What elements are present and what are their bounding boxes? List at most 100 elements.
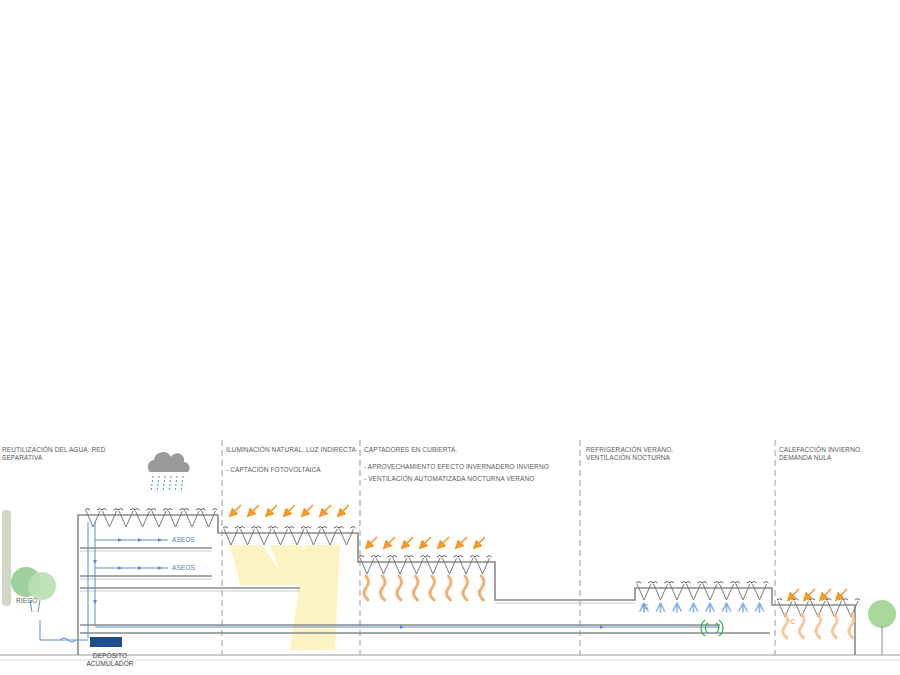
warm-air bbox=[832, 614, 837, 638]
sun-ray bbox=[790, 589, 799, 598]
skylight-module bbox=[185, 511, 199, 527]
skylight-cap bbox=[458, 556, 475, 558]
section-note: - APROVECHAMIENTO EFECTO INVERNADERO INV… bbox=[364, 463, 549, 471]
skylight-module bbox=[720, 584, 734, 600]
skylight-module bbox=[152, 511, 166, 527]
room-label: ASEOS bbox=[172, 536, 195, 544]
sun-ray bbox=[286, 505, 295, 514]
skylight-cap bbox=[702, 582, 719, 584]
climate-arrows bbox=[232, 505, 854, 638]
skylight-cap bbox=[135, 509, 152, 511]
section-title: CAPTADORES EN CUBIERTA. bbox=[364, 446, 457, 454]
skylight-module bbox=[654, 584, 668, 600]
skylight-cap bbox=[794, 599, 811, 601]
flow-arrow bbox=[93, 538, 604, 629]
skylight-cap bbox=[843, 599, 860, 601]
skylight-cap bbox=[306, 527, 323, 529]
section-title: REFRIGERACIÓN VERANO. VENTILACIÓN NOCTUR… bbox=[586, 446, 696, 462]
skylight-module bbox=[241, 529, 255, 545]
water-pipe bbox=[40, 522, 720, 642]
skylight-module bbox=[224, 529, 238, 545]
skylight-cap bbox=[735, 582, 752, 584]
skylight-module bbox=[136, 511, 150, 527]
skylight-module bbox=[274, 529, 288, 545]
skylight-module bbox=[393, 558, 407, 574]
sun-ray bbox=[250, 505, 259, 514]
skylight-cap bbox=[256, 527, 273, 529]
warm-air bbox=[364, 576, 369, 600]
cool-air bbox=[739, 603, 747, 612]
cool-air bbox=[640, 603, 648, 612]
skylight-module bbox=[307, 529, 321, 545]
skylight-cap bbox=[223, 527, 240, 529]
sun-ray bbox=[822, 589, 831, 598]
cool-air bbox=[690, 603, 698, 612]
skylight-module bbox=[290, 529, 304, 545]
sensor-signal bbox=[701, 620, 723, 636]
warm-air bbox=[799, 614, 804, 638]
temperature-label: ºC bbox=[788, 618, 795, 626]
skylight-module bbox=[103, 511, 117, 527]
skylight-module bbox=[426, 558, 440, 574]
sun-ray bbox=[322, 505, 331, 514]
skylight-cap bbox=[289, 527, 306, 529]
skylight-module bbox=[119, 511, 133, 527]
section-title: REUTILIZACIÓN DEL AGUA. RED SEPARATIVA bbox=[2, 446, 114, 462]
skylight-cap bbox=[810, 599, 827, 601]
cool-air bbox=[756, 603, 764, 612]
warm-air bbox=[783, 614, 788, 638]
skylight-cap bbox=[273, 527, 290, 529]
section-note: - VENTILACIÓN AUTOMATIZADA NOCTURNA VERA… bbox=[364, 475, 534, 483]
skylight-module bbox=[410, 558, 424, 574]
ground-line bbox=[0, 654, 900, 655]
room-label: ASEOS bbox=[172, 564, 195, 572]
sun-ray bbox=[440, 537, 449, 546]
skylight-cap bbox=[442, 556, 459, 558]
tree bbox=[2, 510, 896, 655]
skylight-module bbox=[736, 584, 750, 600]
skylight-cap bbox=[168, 509, 185, 511]
warm-air bbox=[816, 614, 821, 638]
skylight-cap bbox=[151, 509, 168, 511]
warm-air bbox=[413, 576, 418, 600]
skylight-module bbox=[637, 584, 651, 600]
skylight-cap bbox=[184, 509, 201, 511]
sun-ray bbox=[476, 537, 485, 546]
ground-line bbox=[0, 660, 900, 661]
section-divider bbox=[222, 440, 775, 655]
section-title: CALEFACCIÓN INVIERNO. DEMANDA NULA bbox=[779, 446, 889, 462]
cool-air bbox=[657, 603, 665, 612]
sun-ray bbox=[838, 589, 847, 598]
warm-air bbox=[380, 576, 385, 600]
sun-ray bbox=[806, 589, 815, 598]
skylight-module bbox=[202, 511, 216, 527]
skylight-module bbox=[360, 558, 374, 574]
sun-ray bbox=[404, 537, 413, 546]
skylight-cap bbox=[777, 599, 794, 601]
skylight-cap bbox=[669, 582, 686, 584]
skylight-module bbox=[687, 584, 701, 600]
skylight-cap bbox=[118, 509, 135, 511]
skylight-module bbox=[476, 558, 490, 574]
sun-ray bbox=[368, 537, 377, 546]
skylight-cap bbox=[102, 509, 119, 511]
skylight-module bbox=[377, 558, 391, 574]
cool-air bbox=[706, 603, 714, 612]
use-label: RIEGO bbox=[16, 597, 37, 605]
skylight-cap bbox=[719, 582, 736, 584]
warm-air bbox=[463, 576, 468, 600]
sun-ray bbox=[386, 537, 395, 546]
building-outline bbox=[78, 515, 855, 655]
skylight-module bbox=[753, 584, 767, 600]
moon-icon bbox=[734, 460, 749, 486]
skylight-cap bbox=[359, 556, 376, 558]
tank-label: DEPÓSITO ACUMULADOR bbox=[84, 652, 136, 668]
slab-line bbox=[80, 551, 635, 603]
skylight-cap bbox=[201, 509, 218, 511]
cool-air bbox=[723, 603, 731, 612]
warm-air bbox=[397, 576, 402, 600]
skylight-cap bbox=[240, 527, 257, 529]
skylight-cap bbox=[686, 582, 703, 584]
